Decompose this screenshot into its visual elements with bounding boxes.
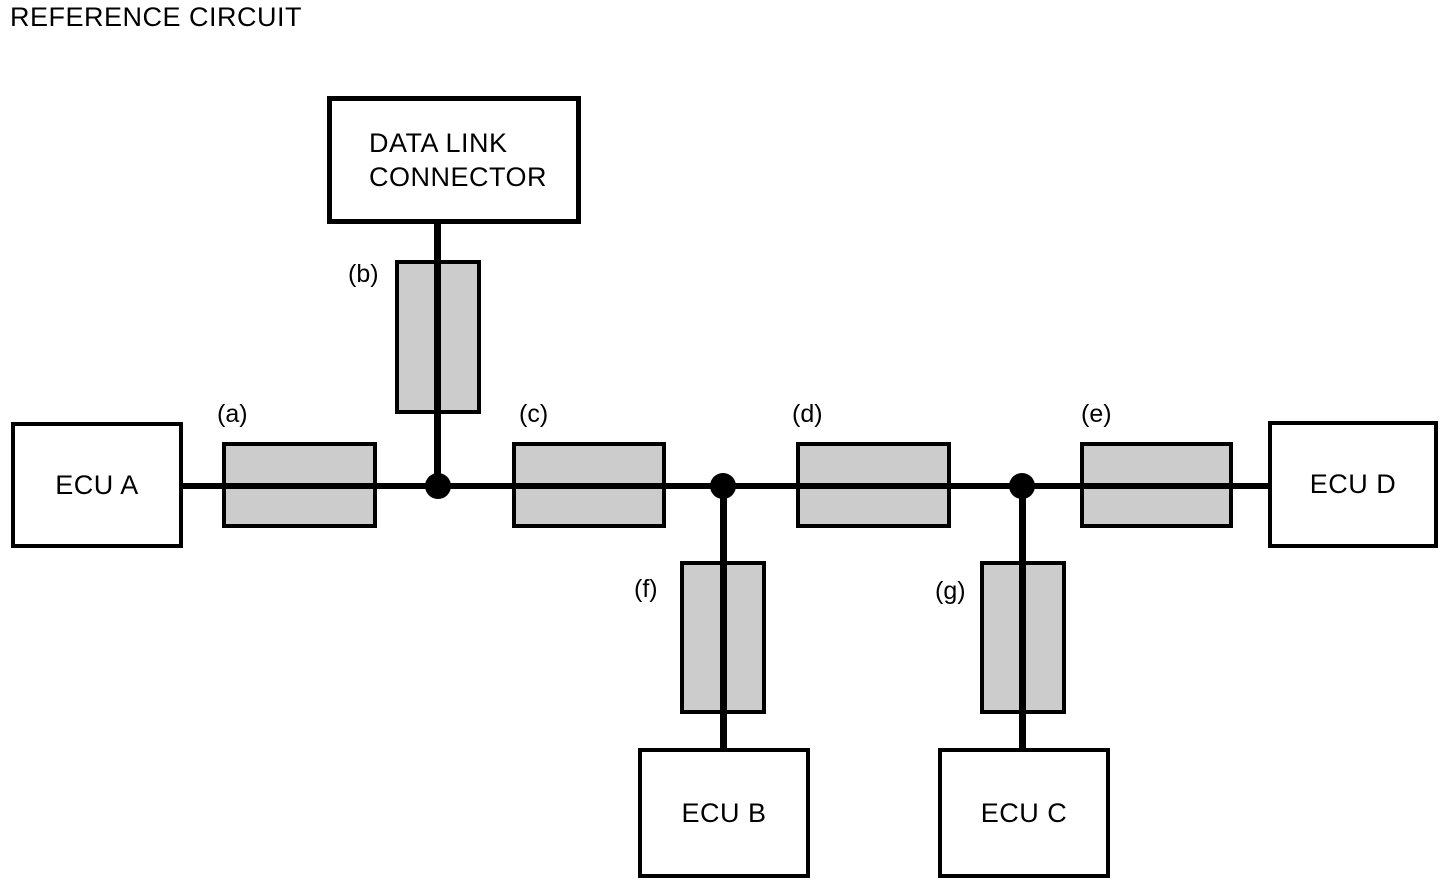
ecu-d-label: ECU D bbox=[1309, 469, 1397, 499]
segment-label-b: (b) bbox=[348, 260, 379, 288]
ecu-a-label: ECU A bbox=[55, 469, 139, 500]
segment-label-c: (c) bbox=[519, 400, 549, 428]
ecu-b-label: ECU B bbox=[681, 797, 767, 828]
segment-label-e: (e) bbox=[1081, 400, 1112, 428]
data-link-connector-box: DATA LINK CONNECTOR bbox=[327, 96, 581, 224]
segment-label-g: (g) bbox=[935, 577, 966, 605]
diagram-title: REFERENCE CIRCUIT bbox=[10, 2, 303, 32]
ecu-b-box: ECU B bbox=[638, 748, 810, 878]
ecu-d-box: ECU D bbox=[1268, 421, 1438, 548]
segment-label-d: (d) bbox=[792, 400, 823, 428]
data-link-connector-label-line1: DATA LINK bbox=[369, 128, 508, 158]
ecu-c-box: ECU C bbox=[938, 748, 1110, 878]
ecu-a-box: ECU A bbox=[11, 422, 183, 548]
junction-dot-ecu-c bbox=[1009, 473, 1035, 499]
segment-label-a: (a) bbox=[217, 400, 248, 428]
ecu-c-label: ECU C bbox=[980, 797, 1068, 828]
junction-dot-ecu-b bbox=[710, 473, 736, 499]
junction-dot-dlc bbox=[425, 473, 451, 499]
segment-label-f: (f) bbox=[634, 575, 658, 603]
ecu-b-drop-wire bbox=[720, 486, 727, 748]
ecu-c-drop-wire bbox=[1019, 486, 1026, 748]
dlc-drop-wire bbox=[434, 221, 441, 486]
data-link-connector-label-line2: CONNECTOR bbox=[369, 162, 548, 192]
